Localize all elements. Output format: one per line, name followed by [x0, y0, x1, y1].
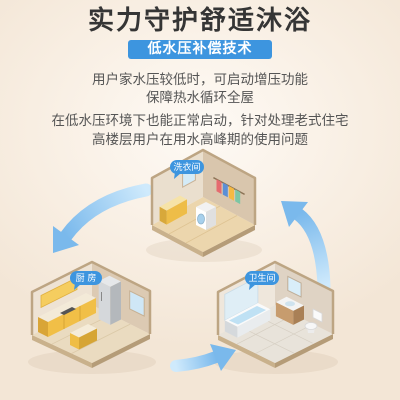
cabinet-side — [159, 206, 167, 225]
arrow-shaft — [291, 207, 331, 293]
sink — [285, 301, 295, 307]
feature-banner: 低水压补偿技术 — [128, 40, 272, 59]
island-top — [70, 324, 97, 338]
hanging-shirt — [222, 182, 228, 198]
laundry-floor-plank — [185, 215, 238, 244]
description-line: 高楼层用户在用水高峰期的使用问题 — [92, 132, 308, 148]
kitchen-floor-slab-left — [32, 335, 92, 368]
arrow-laundry-to-kitchen — [53, 183, 153, 253]
bathtub — [224, 303, 271, 338]
bubble-background — [70, 271, 102, 285]
toilet — [304, 308, 323, 333]
washing-machine — [196, 202, 216, 230]
bathroom-label-bubble: 卫生间 — [245, 271, 279, 290]
hanging-shirt — [229, 186, 234, 201]
washer-side — [206, 207, 216, 230]
fridge-top — [98, 275, 121, 287]
bubble-background — [170, 160, 204, 174]
arrow-bathroom-to-laundry — [281, 201, 331, 293]
bubble-tail — [74, 283, 81, 290]
arrow-head — [53, 226, 79, 253]
cabinet-front — [166, 199, 187, 225]
mirror — [287, 275, 302, 298]
kitchen-upper-cabinet — [40, 276, 78, 309]
stove — [60, 307, 76, 315]
kitchen-counter — [38, 293, 96, 337]
kitchen-label: 厨 房 — [76, 272, 97, 284]
kitchen-label-bubble: 厨 房 — [70, 271, 102, 290]
vanity — [275, 296, 304, 325]
kitchen-wall-edge — [30, 260, 152, 335]
counter-cabinet-front — [48, 298, 96, 337]
washer-door — [197, 213, 205, 225]
cabinet-top — [159, 195, 187, 211]
description-line: 保障热水循环全屋 — [146, 90, 254, 106]
laundry-floor-slab-left — [152, 225, 203, 257]
floor-tile-line — [255, 323, 314, 354]
description-line: 用户家水压较低时，可启动增压功能 — [92, 72, 308, 88]
bubble-background — [245, 271, 279, 285]
island-front — [70, 333, 79, 350]
bathroom-label: 卫生间 — [248, 272, 275, 284]
kitchen-floor-slab-right — [92, 334, 150, 368]
bathroom-wall-edge — [216, 260, 335, 335]
fridge-side — [110, 281, 121, 325]
hanging-shirt — [216, 179, 222, 194]
fridge-front — [98, 281, 111, 325]
arrow-kitchen-to-bathroom — [170, 344, 236, 372]
description-line: 在低水压环境下也能正常启动，针对处理老式住宅 — [51, 113, 349, 129]
laundry-floor-slab-right — [203, 225, 255, 257]
laundry-label-bubble: 洗衣间 — [170, 160, 204, 179]
island-side — [79, 328, 97, 350]
counter-cabinet-side — [38, 317, 48, 337]
laundry-wall-edge — [150, 148, 257, 225]
bathtub-water — [229, 306, 266, 325]
bathroom-floor-slab-right — [275, 334, 333, 368]
bubble-tail — [249, 283, 256, 290]
toilet-bowl — [304, 322, 318, 330]
vanity-front — [275, 302, 294, 325]
arrow-head — [210, 344, 236, 371]
kitchen-floor-line — [71, 323, 131, 354]
arrow-shaft — [59, 183, 153, 243]
hanging-shirt — [235, 189, 241, 205]
arrow-head — [281, 201, 308, 227]
bathroom-floor — [218, 305, 333, 363]
bathroom-room — [216, 260, 335, 368]
bathroom-floor-slab-left — [218, 335, 275, 368]
bubble-tail — [174, 172, 181, 179]
kitchen-island — [70, 324, 97, 350]
laundry-cabinet — [159, 195, 187, 225]
toilet-tank — [312, 308, 323, 323]
kitchen-window — [129, 290, 145, 317]
bathtub-front — [237, 309, 271, 338]
vanity-side — [293, 305, 304, 325]
bathtub-side — [224, 320, 238, 338]
page-title: 实力守护舒适沐浴 — [87, 6, 312, 36]
countertop — [38, 293, 96, 322]
refrigerator — [98, 275, 121, 325]
laundry-room — [150, 148, 257, 257]
arrow-shaft — [170, 351, 222, 372]
laundry-label: 洗衣间 — [173, 161, 200, 173]
